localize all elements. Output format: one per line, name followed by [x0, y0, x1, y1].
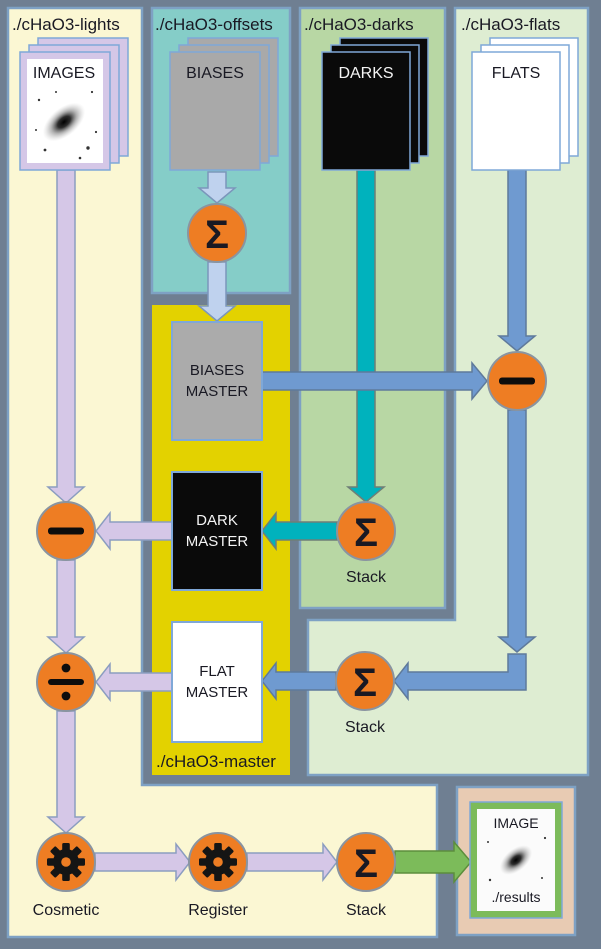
- gear-icon: [47, 843, 85, 881]
- register-label: Register: [188, 902, 248, 919]
- arrow-images-to-subtract: [46, 169, 86, 505]
- arrow-divide-to-cosmetic: [46, 710, 86, 835]
- results-star-speckles: [487, 836, 547, 882]
- arrow-stack-to-flat-master: [261, 660, 337, 702]
- darks-stack-node: [336, 501, 396, 561]
- sigma-icon: Σ: [353, 661, 377, 705]
- darks-page-front: [321, 51, 411, 171]
- lights-folder-label: ./cHaO3-lights: [12, 15, 120, 34]
- biases-master-line1: BIASES: [190, 362, 244, 379]
- results-folder-label: ./results: [491, 889, 540, 905]
- images-title: IMAGES: [33, 65, 95, 82]
- galaxy-image: [42, 102, 86, 142]
- biases-master-line2: MASTER: [186, 383, 249, 400]
- arrow-dark-master-to-subtract: [95, 510, 173, 552]
- flats-page-front: [471, 51, 561, 171]
- arrow-stack-to-results: [394, 839, 472, 885]
- arrow-sigma-to-biases-master: [196, 261, 238, 322]
- panel-lights: [6, 6, 439, 939]
- stack-darks: DARKS: [321, 37, 429, 171]
- arrow-subtract-to-divide: [46, 559, 86, 655]
- darks-stack-label: Stack: [346, 569, 387, 586]
- dark-master-box: [171, 471, 263, 591]
- flat-master-box: [171, 621, 263, 743]
- stack-flats: FLATS: [471, 37, 579, 171]
- sigma-icon: Σ: [354, 842, 378, 886]
- cosmetic-label: Cosmetic: [33, 902, 100, 919]
- dark-master-line2: MASTER: [186, 533, 249, 550]
- flats-stack-node: [335, 651, 395, 711]
- results-image-box: IMAGE ./results: [469, 801, 563, 919]
- lights-arrows: [46, 169, 338, 883]
- flats-title: FLATS: [492, 65, 541, 82]
- gear-icon: [199, 843, 237, 881]
- arrow-subtract-down: [496, 409, 538, 653]
- stack-images: IMAGES: [19, 37, 129, 171]
- flat-master-line1: FLAT: [199, 663, 235, 680]
- flat-master-line2: MASTER: [186, 684, 249, 701]
- darks-folder-label: ./cHaO3-darks: [304, 15, 414, 34]
- arrow-biases-to-sigma: [196, 171, 238, 204]
- stack-biases: BIASES: [169, 37, 279, 171]
- final-stack-label: Stack: [346, 902, 387, 919]
- biases-title: BIASES: [186, 65, 244, 82]
- darks-arrows: [261, 169, 387, 552]
- arrow-biases-master-to-subtract: [261, 360, 488, 402]
- arrow-darks-to-stack: [345, 169, 387, 503]
- arrow-register-to-stack: [246, 841, 338, 883]
- arrow-stack-to-dark-master: [261, 510, 338, 552]
- arrow-flat-master-to-divide: [95, 661, 173, 703]
- dark-master-line1: DARK: [196, 512, 238, 529]
- minus-icon: [499, 377, 535, 385]
- offsets-folder-label: ./cHaO3-offsets: [155, 15, 273, 34]
- arrow-flats-to-subtract: [496, 169, 538, 352]
- master-boxes: BIASES MASTER DARK MASTER FLAT MASTER: [171, 321, 263, 743]
- darks-title: DARKS: [338, 65, 393, 82]
- biases-master-box: [171, 321, 263, 441]
- operation-nodes: Σ Σ Stack Σ Stack: [33, 203, 547, 919]
- results-image-title: IMAGE: [493, 815, 538, 831]
- arrow-cosmetic-to-register: [94, 841, 191, 883]
- minus-icon: [48, 527, 84, 535]
- sigma-icon: Σ: [354, 511, 378, 555]
- star-speckles: [35, 90, 98, 160]
- flats-arrows: [261, 169, 538, 702]
- arrow-elbow-to-flats-stack: [393, 653, 527, 702]
- results-galaxy-image: [499, 845, 533, 875]
- divide-icon: [48, 663, 84, 701]
- flats-stack-label: Stack: [345, 719, 386, 736]
- flats-folder-label: ./cHaO3-flats: [461, 15, 560, 34]
- master-folder-label: ./cHaO3-master: [156, 752, 276, 771]
- final-stack-node: [336, 832, 396, 892]
- biases-page-front: [169, 51, 261, 171]
- sigma-icon: Σ: [205, 213, 229, 257]
- offsets-arrows: [196, 171, 238, 322]
- offsets-sigma-node: [187, 203, 247, 263]
